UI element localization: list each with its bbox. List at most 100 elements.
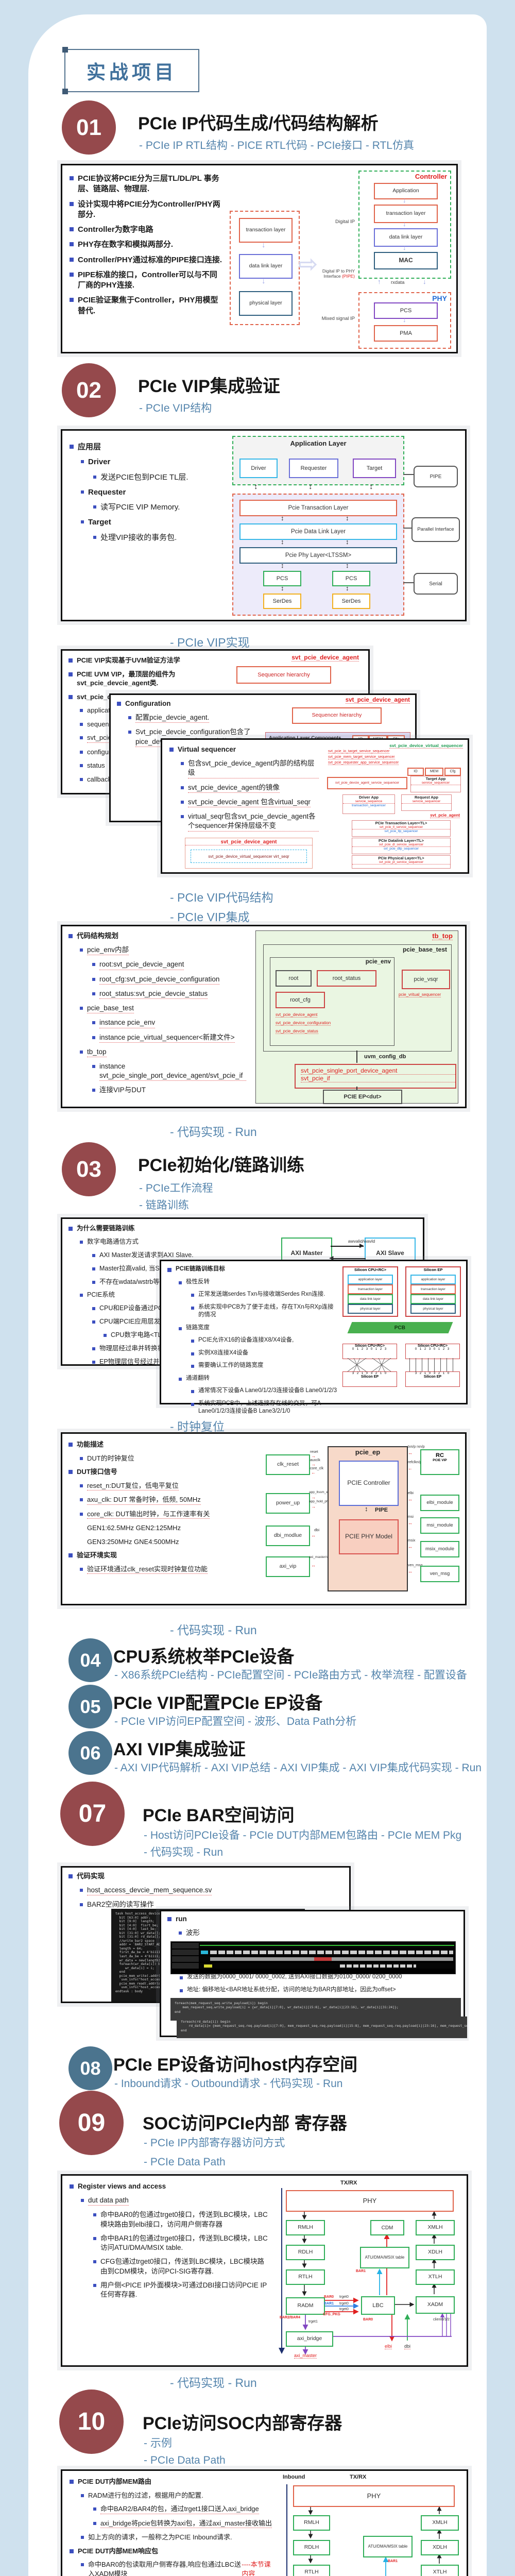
arrow-line: [331, 1246, 364, 1247]
bullet-square-icon: [81, 2199, 84, 2202]
target-app-box: Target App service_sequencer: [410, 776, 461, 792]
tl-seq2: svt_pcie_tlp_sequencer: [384, 829, 418, 833]
updown-arrow-icon: ↕: [346, 562, 349, 569]
base-test-label: pcie_base_test: [402, 946, 447, 953]
bullet-square-icon: [80, 736, 83, 740]
bullet-square-icon: [92, 1036, 95, 1039]
diagram-box-datalink-layer: data link layer: [239, 254, 293, 279]
bullet-square-icon: [191, 1294, 194, 1297]
bullet-text: 物理层经过串并转换将信: [99, 1344, 170, 1352]
bullet-item: DUT的时钟复位: [80, 1454, 259, 1463]
layer-chip: physical layer: [348, 1304, 393, 1314]
bullet-square-icon: [92, 963, 95, 967]
dl-title: PCIe Datalink Layer<TL>: [379, 838, 424, 843]
bullet-square-icon: [80, 1240, 83, 1244]
section-08-title: PCIe EP设备访问host内存空间: [113, 2055, 358, 2075]
pcie-ep-diagram: clk_reset power_up dbi_modlue axi_vip re…: [266, 1439, 459, 1598]
bullet-square-icon: [181, 786, 184, 789]
bullet-item: CPU端PCIE应用层发送数据: [92, 1317, 272, 1326]
sig-msix: msix: [408, 1539, 416, 1543]
vip-diagram: Application Layer Driver Requester Targe…: [232, 436, 460, 616]
bullet-item: 链路宽度: [179, 1324, 337, 1332]
bullet-item: PCIE DUT内部MEM响应包: [70, 2547, 276, 2556]
bullet-square-icon: [181, 762, 184, 766]
bullet-square-icon: [70, 242, 74, 247]
bullet-item: EP物理层信号经过并串转: [92, 1358, 272, 1366]
diagram-box-transaction-layer: transaction layer: [239, 218, 293, 243]
waveform-track: [200, 1943, 454, 1948]
red-arrow-icon: ↔: [408, 1544, 413, 1549]
bullet-text: PCIE验证聚焦于Controller，PHY用模型替代.: [78, 296, 218, 315]
bullet-text: 处理VIP接收的事务包.: [100, 533, 177, 542]
bar1-label: BAR1: [324, 2302, 334, 2306]
io-chip: IO: [407, 768, 424, 776]
bullet-square-icon: [70, 2480, 74, 2484]
layer-chip: application layer: [410, 1275, 456, 1284]
bullet-item: 如上方向的请求，一般称之为PCIE Inbound请求.: [81, 2533, 276, 2542]
diagram-box-driver: Driver: [239, 459, 278, 478]
pcie-ep-box: PCIE EP<dut>: [323, 1090, 402, 1104]
red-arrow-icon: →: [311, 1462, 316, 1467]
section-05-subtitle: - PCIe VIP访问EP配置空间 - 波形、Data Path分析: [114, 1716, 357, 1727]
lane-cpu-box: Silicon CPU<RC> 0 1 2 3 0 1 2 3: [405, 1344, 460, 1359]
pcie-env-box: pcie_env root root_status root_cfg svt_p…: [270, 957, 394, 1046]
corner-handle-icon: [62, 47, 68, 53]
red-arrow-icon: ↔: [408, 1450, 413, 1455]
bullet-item: reset_n:DUT复位，低电平复位: [80, 1481, 259, 1491]
bullet-list: PCIE协议将PCIE分为三层TL/DL/PL 事务层、链路层、物理层.设计实现…: [70, 174, 224, 321]
bullet-item: 通常情况下设备A Lane0/1/2/3连接设备B Lane0/1/2/3: [191, 1387, 337, 1395]
bullet-text: Virtual sequencer: [178, 745, 236, 753]
bullet-square-icon: [93, 2283, 96, 2287]
bullet-item: root_cfg:svt_pcie_devcie_configuration: [92, 975, 246, 985]
diagram-box-serial: Serial: [414, 573, 458, 595]
lbc-box: LBC: [361, 2296, 395, 2315]
bullet-text: 通常情况下设备A Lane0/1/2/3连接设备B Lane0/1/2/3: [198, 1387, 337, 1394]
diagram-box-pipe: PIPE: [414, 466, 458, 487]
pipe-label: PIPE: [375, 1507, 388, 1513]
bullet-item: PCIE协议将PCIE分为三层TL/DL/PL 事务层、链路层、物理层.: [70, 174, 224, 195]
bullet-text: svt_pcie_dev: [77, 692, 119, 701]
code-line: `uvm_info("host_access_device_mem: [115, 1978, 184, 1982]
bullet-square-icon: [68, 1443, 73, 1447]
bullet-text: PCIE允许X16的设备连接X8/X4设备,: [198, 1337, 294, 1344]
straight-lanes-graphic: [409, 1358, 455, 1371]
rc-label: RC: [436, 1452, 444, 1459]
txrx-label: TX/RX: [350, 2474, 367, 2480]
bullet-text: core_clk: DUT输出时钟，与工作速率有关: [87, 1510, 210, 1519]
bullet-text: 功能描述: [77, 1440, 104, 1448]
driver-app-label: Driver App: [358, 795, 379, 800]
bullet-item: status: [80, 761, 200, 770]
section-number: 04: [80, 1649, 101, 1671]
bullet-item: 读写PCIE VIP Memory.: [93, 502, 219, 513]
bullet-item: axu_clk: DUT 常备时钟，低频, 50MHz: [80, 1495, 259, 1505]
section-02-badge: 02: [62, 363, 116, 417]
section-06-title: AXI VIP集成验证: [113, 1740, 246, 1759]
section-10-title: PCIe访问SOC内部寄存器: [143, 2414, 342, 2433]
bullet-text: 正常发送端serdes Txn与接收端Serdes Rxn连接.: [198, 1291, 325, 1298]
code-line: rd_data[i]= {mem_request_seq.req.payload…: [188, 2024, 467, 2028]
section-number: 10: [77, 2408, 106, 2435]
xadm-box: XADM: [416, 2296, 455, 2314]
bullet-square-icon: [93, 475, 96, 479]
bullet-item: axi_bridge将pcie包转换为axi包，通过axi_master接收输出: [93, 2519, 276, 2529]
bullet-item: PCIE链路训练目标: [167, 1265, 337, 1274]
connector-line: [356, 1087, 357, 1091]
axi-vip-box: axi_vip: [266, 1556, 310, 1577]
bullet-text: AXI Master发送请求到AXI Slave.: [99, 1251, 194, 1259]
xdlh-box: XDLH: [416, 2245, 455, 2260]
bullet-text: 配置pcie_devcie_agent.: [135, 713, 210, 723]
bullet-text: virtual_seqr包含svt_pcie_devcie_agent各个seq…: [188, 812, 319, 832]
bullet-square-icon: [191, 1352, 194, 1355]
silicon-cpu-stack: Silicon CPU<RC> application layer transa…: [342, 1266, 398, 1317]
bullet-item: Controller/PHY通过标准的PIPE接口连接.: [70, 255, 224, 265]
diagram-box-application: Application: [374, 183, 438, 199]
section-10-subtitle: - 示例: [144, 2437, 172, 2449]
waveform-track: [200, 1956, 454, 1962]
bar1-label: BAR1: [356, 2269, 366, 2273]
bullet-square-icon: [104, 1334, 107, 1337]
updown-arrow-icon: ↕: [346, 584, 349, 592]
bullet-square-icon: [93, 2236, 96, 2240]
trget0-label: trget0: [339, 2295, 349, 2299]
agent-title: svt_pcie_device_agent: [291, 654, 359, 662]
